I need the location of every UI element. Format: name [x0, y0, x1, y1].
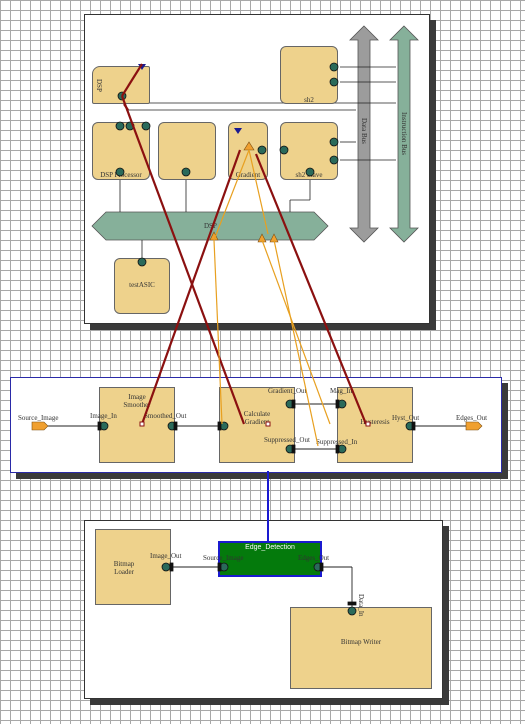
calculate-gradient-block[interactable]: Calculate Gradient — [219, 387, 295, 463]
source-image-arrow[interactable] — [31, 421, 49, 431]
source-image-label: Source_Image — [18, 414, 59, 422]
bitmap-loader-label: Bitmap Loader — [113, 560, 135, 576]
edges-out-arrow[interactable] — [465, 421, 483, 431]
gradient-mapping-target-marker — [234, 128, 242, 134]
source-image-port-label: Source_Image — [203, 554, 244, 562]
mapping-lines-red — [120, 63, 368, 425]
gradient-block-marker — [243, 141, 255, 151]
edges-out-label: Edges_Out — [456, 414, 488, 422]
bitmap-writer-label: Bitmap Writer — [340, 638, 382, 646]
testasic-label: testASIC — [129, 281, 155, 289]
data-in-port-label: Data_In — [357, 594, 365, 617]
dsp-bus-label: DSP — [204, 222, 217, 230]
middle-wiring — [46, 403, 466, 607]
data-bus[interactable] — [349, 25, 379, 243]
suppressed-out-port-label: Suppressed_Out — [264, 436, 310, 444]
dsp-bus-marker-1 — [257, 233, 267, 243]
sh2-top-label: sh2 — [304, 96, 314, 104]
image-smoother-block[interactable]: Image Smoother — [99, 387, 175, 463]
smoothed-out-port-label: Smoothed_Out — [144, 412, 187, 420]
mapping-lines-orange — [213, 149, 331, 447]
hierarchy-link — [267, 471, 269, 541]
mag-in-port-label: Mag_In — [330, 387, 353, 395]
image-in-port-label: Image_In — [90, 412, 117, 420]
edge-detection-block[interactable]: Edge_Detection — [218, 541, 322, 577]
dsp-small-label: DSP — [95, 79, 103, 92]
top-wiring — [119, 66, 396, 258]
port-connectors[interactable] — [97, 62, 416, 616]
hysteresis-label: Hysteresis — [360, 418, 390, 426]
gradient-label: Gradient — [235, 171, 261, 179]
data-bus-label: Data Bus — [360, 118, 368, 144]
suppressed-in-port-label: Suppressed_In — [316, 438, 358, 446]
calculate-gradient-label: Calculate Gradient — [243, 410, 271, 426]
bitmap-loader-block[interactable]: Bitmap Loader — [95, 529, 171, 605]
instruction-bus[interactable] — [389, 25, 419, 243]
bitmap-writer-block[interactable]: Bitmap Writer — [290, 607, 432, 689]
instruction-bus-label: Instruction Bus — [400, 112, 408, 155]
gradient-out-port-label: Gradient_Out — [268, 387, 307, 395]
dsp-bus[interactable] — [91, 211, 329, 241]
mapping-endpoints — [139, 421, 371, 427]
sh2-top-block[interactable]: sh2 — [280, 46, 338, 104]
edges-out-port-label: Edges_Out — [298, 554, 330, 562]
hyst-out-port-label: Hyst_Out — [392, 414, 420, 422]
edge-detection-title: Edge_Detection — [245, 544, 295, 551]
hysteresis-block[interactable]: Hysteresis — [337, 387, 413, 463]
image-out-port-label: Image_Out — [150, 552, 182, 560]
image-smoother-label: Image Smoother — [123, 393, 151, 409]
